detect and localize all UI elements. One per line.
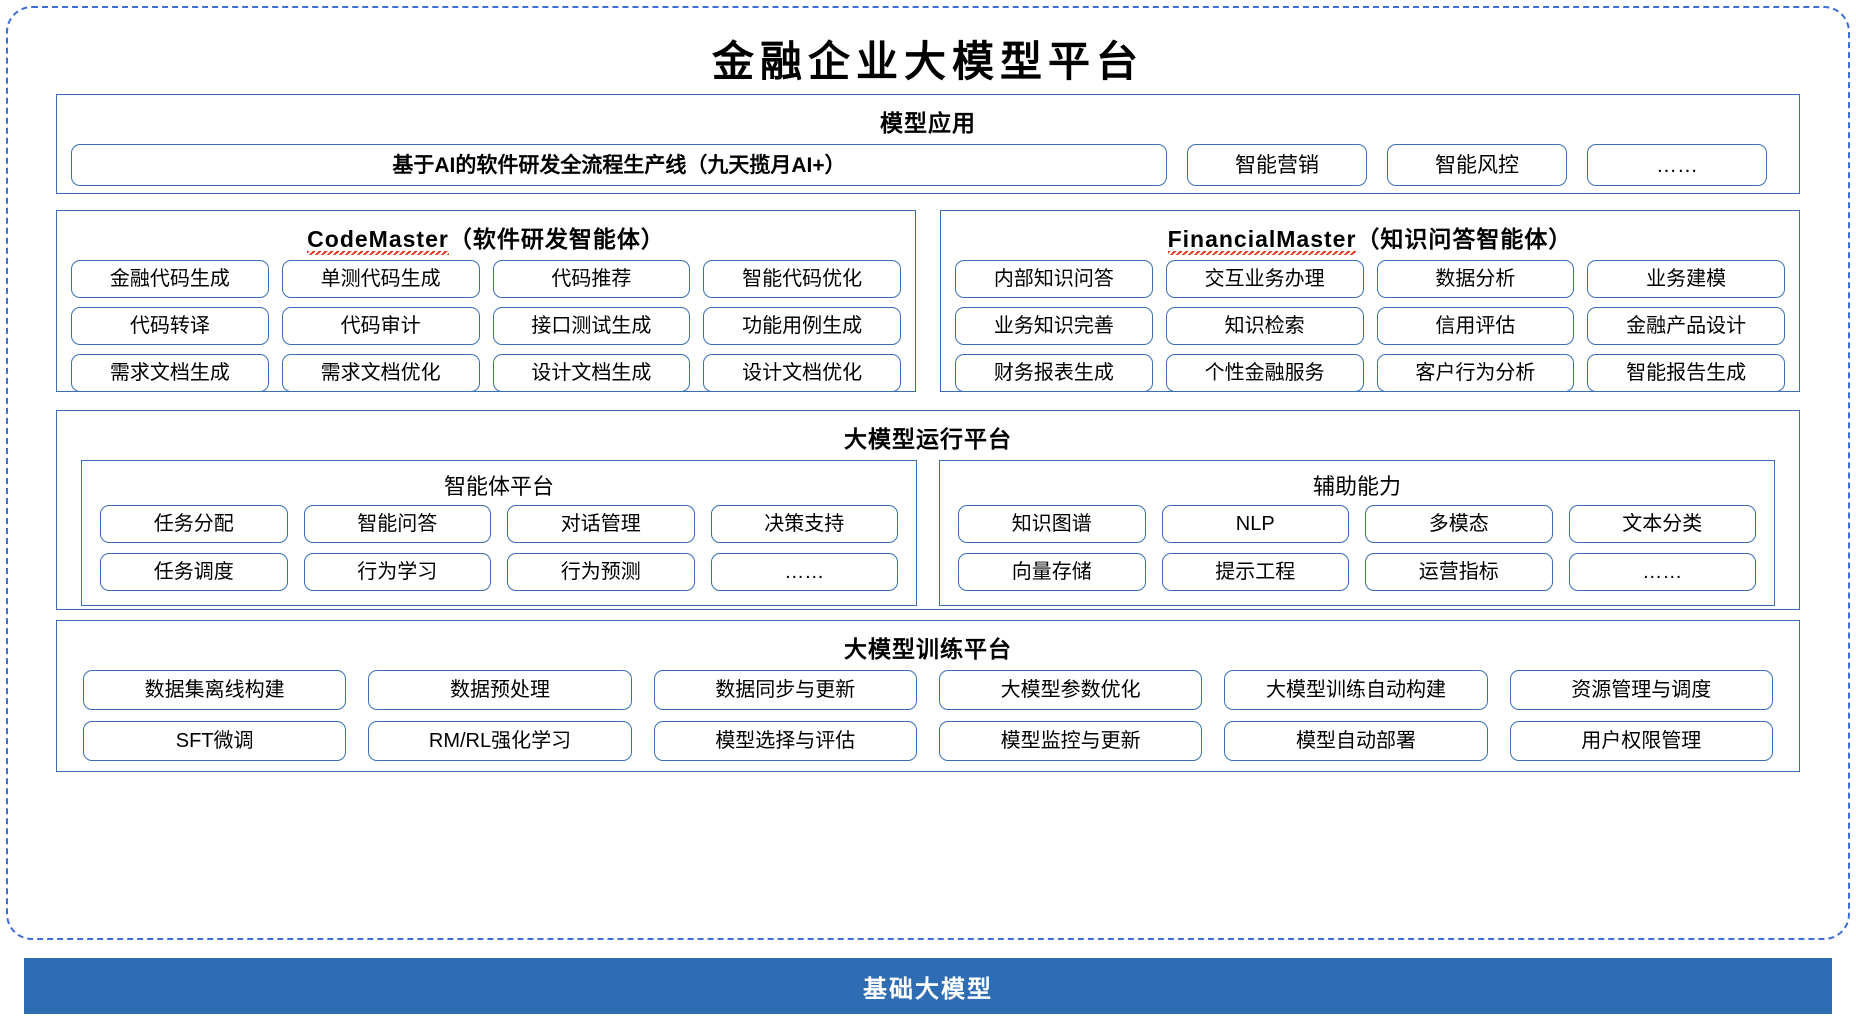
agent-platform-item[interactable]: 行为预测 xyxy=(507,553,695,591)
financialmaster-name: FinancialMaster xyxy=(1167,226,1357,255)
codemaster-item[interactable]: 金融代码生成 xyxy=(71,260,269,298)
codemaster-item[interactable]: 需求文档生成 xyxy=(71,354,269,392)
application-item-marketing[interactable]: 智能营销 xyxy=(1187,144,1367,186)
codemaster-item[interactable]: 设计文档优化 xyxy=(703,354,901,392)
codemaster-item[interactable]: 接口测试生成 xyxy=(492,307,691,345)
training-platform-item[interactable]: 模型自动部署 xyxy=(1224,721,1488,761)
financialmaster-suffix: （知识问答智能体） xyxy=(1356,226,1573,252)
agent-platform-row-2: 任务调度 行为学习 行为预测 …… xyxy=(82,553,916,591)
outer-dashed-frame xyxy=(6,6,1850,940)
agent-platform-item-more[interactable]: …… xyxy=(710,553,898,591)
agent-platform-item[interactable]: 智能问答 xyxy=(303,505,491,543)
training-platform-item[interactable]: SFT微调 xyxy=(83,721,347,761)
application-item-more[interactable]: …… xyxy=(1587,144,1767,186)
codemaster-item[interactable]: 代码转译 xyxy=(71,307,269,345)
training-platform-panel: 大模型训练平台 数据集离线构建 数据预处理 数据同步与更新 大模型参数优化 大模… xyxy=(56,620,1800,772)
agent-platform-item[interactable]: 任务调度 xyxy=(100,553,288,591)
codemaster-item[interactable]: 设计文档生成 xyxy=(492,354,691,392)
codemaster-row-2: 代码转译 代码审计 接口测试生成 功能用例生成 xyxy=(57,307,915,345)
support-capability-header: 辅助能力 xyxy=(1312,474,1401,499)
financialmaster-item[interactable]: 客户行为分析 xyxy=(1376,354,1575,392)
agent-platform-item[interactable]: 对话管理 xyxy=(507,505,695,543)
financialmaster-row-3: 财务报表生成 个性金融服务 客户行为分析 智能报告生成 xyxy=(941,354,1799,392)
application-item-pipeline[interactable]: 基于AI的软件研发全流程生产线（九天揽月AI+） xyxy=(71,144,1167,186)
support-capability-item[interactable]: 运营指标 xyxy=(1365,553,1553,591)
training-platform-item[interactable]: 大模型参数优化 xyxy=(938,670,1203,710)
codemaster-suffix: （软件研发智能体） xyxy=(448,226,665,252)
codemaster-item[interactable]: 功能用例生成 xyxy=(703,307,901,345)
financialmaster-item[interactable]: 信用评估 xyxy=(1376,307,1575,345)
training-platform-row-1: 数据集离线构建 数据预处理 数据同步与更新 大模型参数优化 大模型训练自动构建 … xyxy=(57,670,1799,710)
financialmaster-item[interactable]: 个性金融服务 xyxy=(1165,354,1364,392)
training-platform-item[interactable]: 用户权限管理 xyxy=(1509,721,1773,761)
codemaster-item[interactable]: 需求文档优化 xyxy=(281,354,480,392)
page-title: 金融企业大模型平台 xyxy=(711,37,1144,86)
financialmaster-item[interactable]: 交互业务办理 xyxy=(1165,260,1364,298)
model-application-header: 模型应用 xyxy=(880,110,976,136)
agent-platform-subpanel: 智能体平台 任务分配 智能问答 对话管理 决策支持 任务调度 行为学习 行为预测… xyxy=(81,460,917,606)
training-platform-header: 大模型训练平台 xyxy=(844,636,1012,662)
support-capability-item-more[interactable]: …… xyxy=(1568,553,1756,591)
financialmaster-row-2: 业务知识完善 知识检索 信用评估 金融产品设计 xyxy=(941,307,1799,345)
codemaster-item[interactable]: 代码推荐 xyxy=(492,260,691,298)
training-platform-item[interactable]: 资源管理与调度 xyxy=(1509,670,1773,710)
agent-platform-header: 智能体平台 xyxy=(443,474,554,499)
support-capability-item[interactable]: 知识图谱 xyxy=(958,505,1146,543)
support-capability-row-1: 知识图谱 NLP 多模态 文本分类 xyxy=(940,505,1774,543)
support-capability-item[interactable]: 多模态 xyxy=(1365,505,1553,543)
codemaster-row-3: 需求文档生成 需求文档优化 设计文档生成 设计文档优化 xyxy=(57,354,915,392)
codemaster-item[interactable]: 智能代码优化 xyxy=(703,260,901,298)
runtime-platform-header: 大模型运行平台 xyxy=(844,426,1012,452)
training-platform-item[interactable]: 数据集离线构建 xyxy=(83,670,347,710)
runtime-platform-panel: 大模型运行平台 智能体平台 任务分配 智能问答 对话管理 决策支持 任务调度 行… xyxy=(56,410,1800,610)
training-platform-item[interactable]: RM/RL强化学习 xyxy=(368,721,632,761)
training-platform-item[interactable]: 大模型训练自动构建 xyxy=(1224,670,1488,710)
financialmaster-item[interactable]: 金融产品设计 xyxy=(1587,307,1785,345)
codemaster-panel: CodeMaster（软件研发智能体） 金融代码生成 单测代码生成 代码推荐 智… xyxy=(56,210,916,392)
financialmaster-item[interactable]: 财务报表生成 xyxy=(955,354,1153,392)
agent-platform-row-1: 任务分配 智能问答 对话管理 决策支持 xyxy=(82,505,916,543)
support-capability-item[interactable]: 向量存储 xyxy=(958,553,1146,591)
runtime-subpanels: 智能体平台 任务分配 智能问答 对话管理 决策支持 任务调度 行为学习 行为预测… xyxy=(57,460,1799,606)
support-capability-subpanel: 辅助能力 知识图谱 NLP 多模态 文本分类 向量存储 提示工程 运营指标 …… xyxy=(939,460,1775,606)
financialmaster-item[interactable]: 知识检索 xyxy=(1165,307,1364,345)
financialmaster-panel: FinancialMaster（知识问答智能体） 内部知识问答 交互业务办理 数… xyxy=(940,210,1800,392)
training-platform-row-2: SFT微调 RM/RL强化学习 模型选择与评估 模型监控与更新 模型自动部署 用… xyxy=(57,721,1799,761)
training-platform-item[interactable]: 数据预处理 xyxy=(368,670,632,710)
support-capability-item[interactable]: 文本分类 xyxy=(1568,505,1756,543)
support-capability-item[interactable]: NLP xyxy=(1161,505,1349,543)
financialmaster-item[interactable]: 内部知识问答 xyxy=(955,260,1153,298)
agent-platform-item[interactable]: 行为学习 xyxy=(303,553,491,591)
financialmaster-item[interactable]: 业务建模 xyxy=(1587,260,1785,298)
codemaster-row-1: 金融代码生成 单测代码生成 代码推荐 智能代码优化 xyxy=(57,260,915,298)
support-capability-item[interactable]: 提示工程 xyxy=(1161,553,1349,591)
codemaster-name: CodeMaster xyxy=(307,226,449,255)
training-platform-item[interactable]: 模型监控与更新 xyxy=(938,721,1203,761)
codemaster-header: CodeMaster（软件研发智能体） xyxy=(57,220,915,255)
training-platform-item[interactable]: 数据同步与更新 xyxy=(653,670,917,710)
codemaster-item[interactable]: 单测代码生成 xyxy=(281,260,480,298)
financialmaster-item[interactable]: 业务知识完善 xyxy=(955,307,1153,345)
model-application-panel: 模型应用 基于AI的软件研发全流程生产线（九天揽月AI+） 智能营销 智能风控 … xyxy=(56,94,1800,194)
financialmaster-item[interactable]: 智能报告生成 xyxy=(1587,354,1785,392)
financialmaster-item[interactable]: 数据分析 xyxy=(1376,260,1575,298)
agent-platform-item[interactable]: 决策支持 xyxy=(710,505,898,543)
codemaster-item[interactable]: 代码审计 xyxy=(281,307,480,345)
agent-platform-item[interactable]: 任务分配 xyxy=(100,505,288,543)
financialmaster-row-1: 内部知识问答 交互业务办理 数据分析 业务建模 xyxy=(941,260,1799,298)
application-item-risk[interactable]: 智能风控 xyxy=(1387,144,1567,186)
financialmaster-header: FinancialMaster（知识问答智能体） xyxy=(941,220,1799,255)
foundation-model-bar: 基础大模型 xyxy=(24,958,1832,1014)
model-application-items: 基于AI的软件研发全流程生产线（九天揽月AI+） 智能营销 智能风控 …… xyxy=(57,144,1799,186)
training-platform-item[interactable]: 模型选择与评估 xyxy=(653,721,917,761)
support-capability-row-2: 向量存储 提示工程 运营指标 …… xyxy=(940,553,1774,591)
